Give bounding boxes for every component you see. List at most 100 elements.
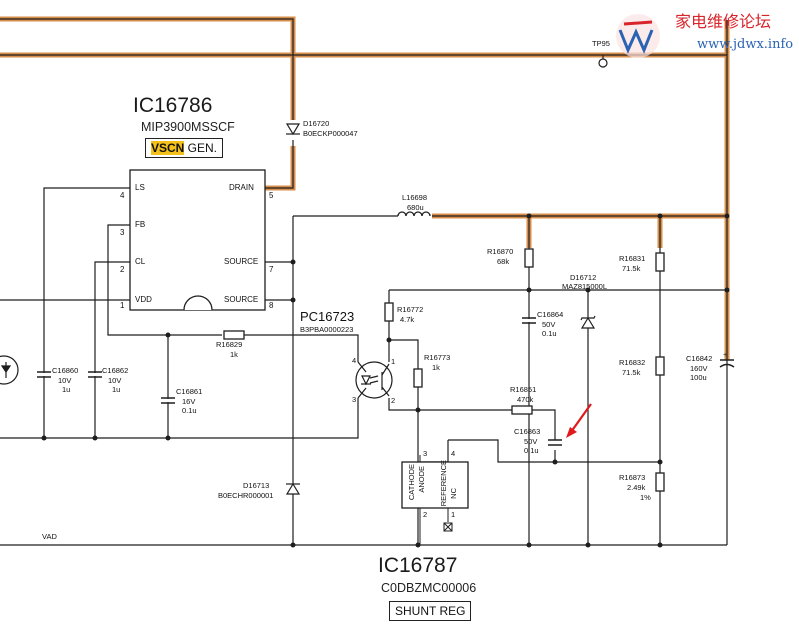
pin-num-5: 5 [269, 191, 274, 200]
vad-net-label: VAD [42, 532, 57, 541]
ic16786-body [129, 169, 266, 311]
opto-pin-4: 4 [352, 356, 357, 365]
diode-d16720 [285, 123, 301, 136]
pin-num-4: 4 [120, 191, 125, 200]
resistor-r16831 [655, 252, 665, 272]
d16713-ref: D16713 [243, 481, 270, 490]
pin-num-1: 1 [120, 301, 125, 310]
mosfet-partial [0, 355, 19, 385]
opto-pin-3: 3 [352, 395, 357, 404]
tp95-label: TP95 [592, 39, 610, 48]
ic16787-ref: IC16787 [378, 554, 458, 577]
watermark-title: 家电维修论坛 [675, 12, 772, 31]
d16712-ref: D16712 [570, 273, 597, 282]
d16713-part: B0ECHR000001 [218, 491, 274, 500]
ic2-pin-num-2: 2 [423, 510, 428, 519]
ic16786-ref: IC16786 [133, 94, 213, 117]
c16842-ref: C16842 [686, 354, 713, 363]
ic2-pin-num-3: 3 [423, 449, 428, 458]
red-arrow-annotation [566, 403, 592, 438]
c16861-voltage: 16V [182, 397, 196, 406]
resistor-r16772 [384, 302, 394, 322]
r16873-ref: R16873 [619, 473, 646, 482]
ic2-pin-num-1: 1 [451, 510, 456, 519]
c16862-voltage: 10V [108, 376, 122, 385]
c16860-capacitance: 1u [62, 385, 71, 394]
shunt-reg-label: SHUNT REG [395, 604, 466, 618]
d16720-part: B0ECKP000047 [303, 129, 358, 138]
ic16787-part: C0DBZMC00006 [381, 581, 477, 595]
r16851-ref: R16851 [510, 385, 537, 394]
c16862-capacitance: 1u [112, 385, 121, 394]
c16861-capacitance: 0.1u [182, 406, 197, 415]
junctions [41, 213, 730, 548]
c16864-voltage: 50V [542, 320, 556, 329]
ic16786-part: MIP3900MSSCF [141, 120, 235, 134]
pin-cl: CL [135, 257, 146, 266]
c16863-voltage: 50V [524, 437, 538, 446]
pin-fb: FB [135, 220, 146, 229]
c16842-voltage: 160V [690, 364, 708, 373]
resistor-r16773 [413, 368, 423, 388]
r16851-value: 470k [517, 395, 534, 404]
c16862-ref: C16862 [102, 366, 129, 375]
pin-source-8: SOURCE [224, 295, 259, 304]
zener-d16712 [580, 315, 596, 329]
pin-num-2: 2 [120, 265, 125, 274]
ic2-pin-num-4: 4 [451, 449, 456, 458]
pin-cathode: CATHODE [407, 464, 416, 501]
r16829-ref: R16829 [216, 340, 243, 349]
pin-num-7: 7 [269, 265, 274, 274]
pin-num-3: 3 [120, 228, 125, 237]
r16773-ref: R16773 [424, 353, 451, 362]
pin-drain: DRAIN [229, 183, 254, 192]
opto-pin-1: 1 [391, 357, 396, 366]
r16870-value: 68k [497, 257, 510, 266]
gen-label: GEN. [184, 141, 218, 155]
pc16723-ref: PC16723 [300, 309, 355, 324]
pin-nc: NC [449, 488, 458, 499]
r16831-ref: R16831 [619, 254, 646, 263]
l16698-ref: L16698 [402, 193, 428, 202]
pin-ls: LS [135, 183, 145, 192]
pin-anode: ANODE [417, 466, 426, 493]
r16832-ref: R16832 [619, 358, 646, 367]
resistor-r16870 [524, 248, 534, 268]
pc16723-part: B3PBA0000223 [300, 325, 354, 334]
r16772-ref: R16772 [397, 305, 424, 314]
r16829-value: 1k [230, 350, 238, 359]
c16863-ref: C16863 [514, 427, 541, 436]
pin-reference: REFERENCE [439, 460, 448, 507]
test-point-tp95 [598, 58, 608, 68]
l16698-value: 680u [407, 203, 424, 212]
r16773-value: 1k [432, 363, 440, 372]
r16772-value: 4.7k [400, 315, 415, 324]
resistor-r16832 [655, 356, 665, 376]
c16863-capacitance: 0.1u [524, 446, 539, 455]
svg-text:+: + [723, 352, 727, 359]
diode-d16713 [285, 482, 301, 495]
d16720-ref: D16720 [303, 119, 330, 128]
r16873-tolerance: 1% [640, 493, 651, 502]
ic16787-function-box: SHUNT REG [389, 601, 472, 621]
watermark-logo [616, 14, 660, 58]
d16712-part: MAZ815000L [562, 282, 608, 291]
c16860-voltage: 10V [58, 376, 72, 385]
resistor-r16873 [655, 472, 665, 492]
r16873-value: 2.49k [627, 483, 646, 492]
watermark-url: www.jdwx.info [697, 37, 794, 52]
resistor-r16851 [511, 405, 533, 415]
c16861-ref: C16861 [176, 387, 203, 396]
ic16787-body [401, 455, 469, 545]
wires [0, 18, 728, 546]
pin-num-8: 8 [269, 301, 274, 310]
r16832-value: 71.5k [622, 368, 641, 377]
optocoupler-pc16723 [355, 361, 393, 399]
ic16786-function-box: VSCN GEN. [145, 138, 224, 158]
opto-pin-2: 2 [391, 396, 396, 405]
c16864-capacitance: 0.1u [542, 329, 557, 338]
vscn-highlight-label: VSCN [151, 141, 185, 155]
c16864-ref: C16864 [537, 310, 564, 319]
inductor-l16698 [397, 211, 431, 217]
r16870-ref: R16870 [487, 247, 514, 256]
